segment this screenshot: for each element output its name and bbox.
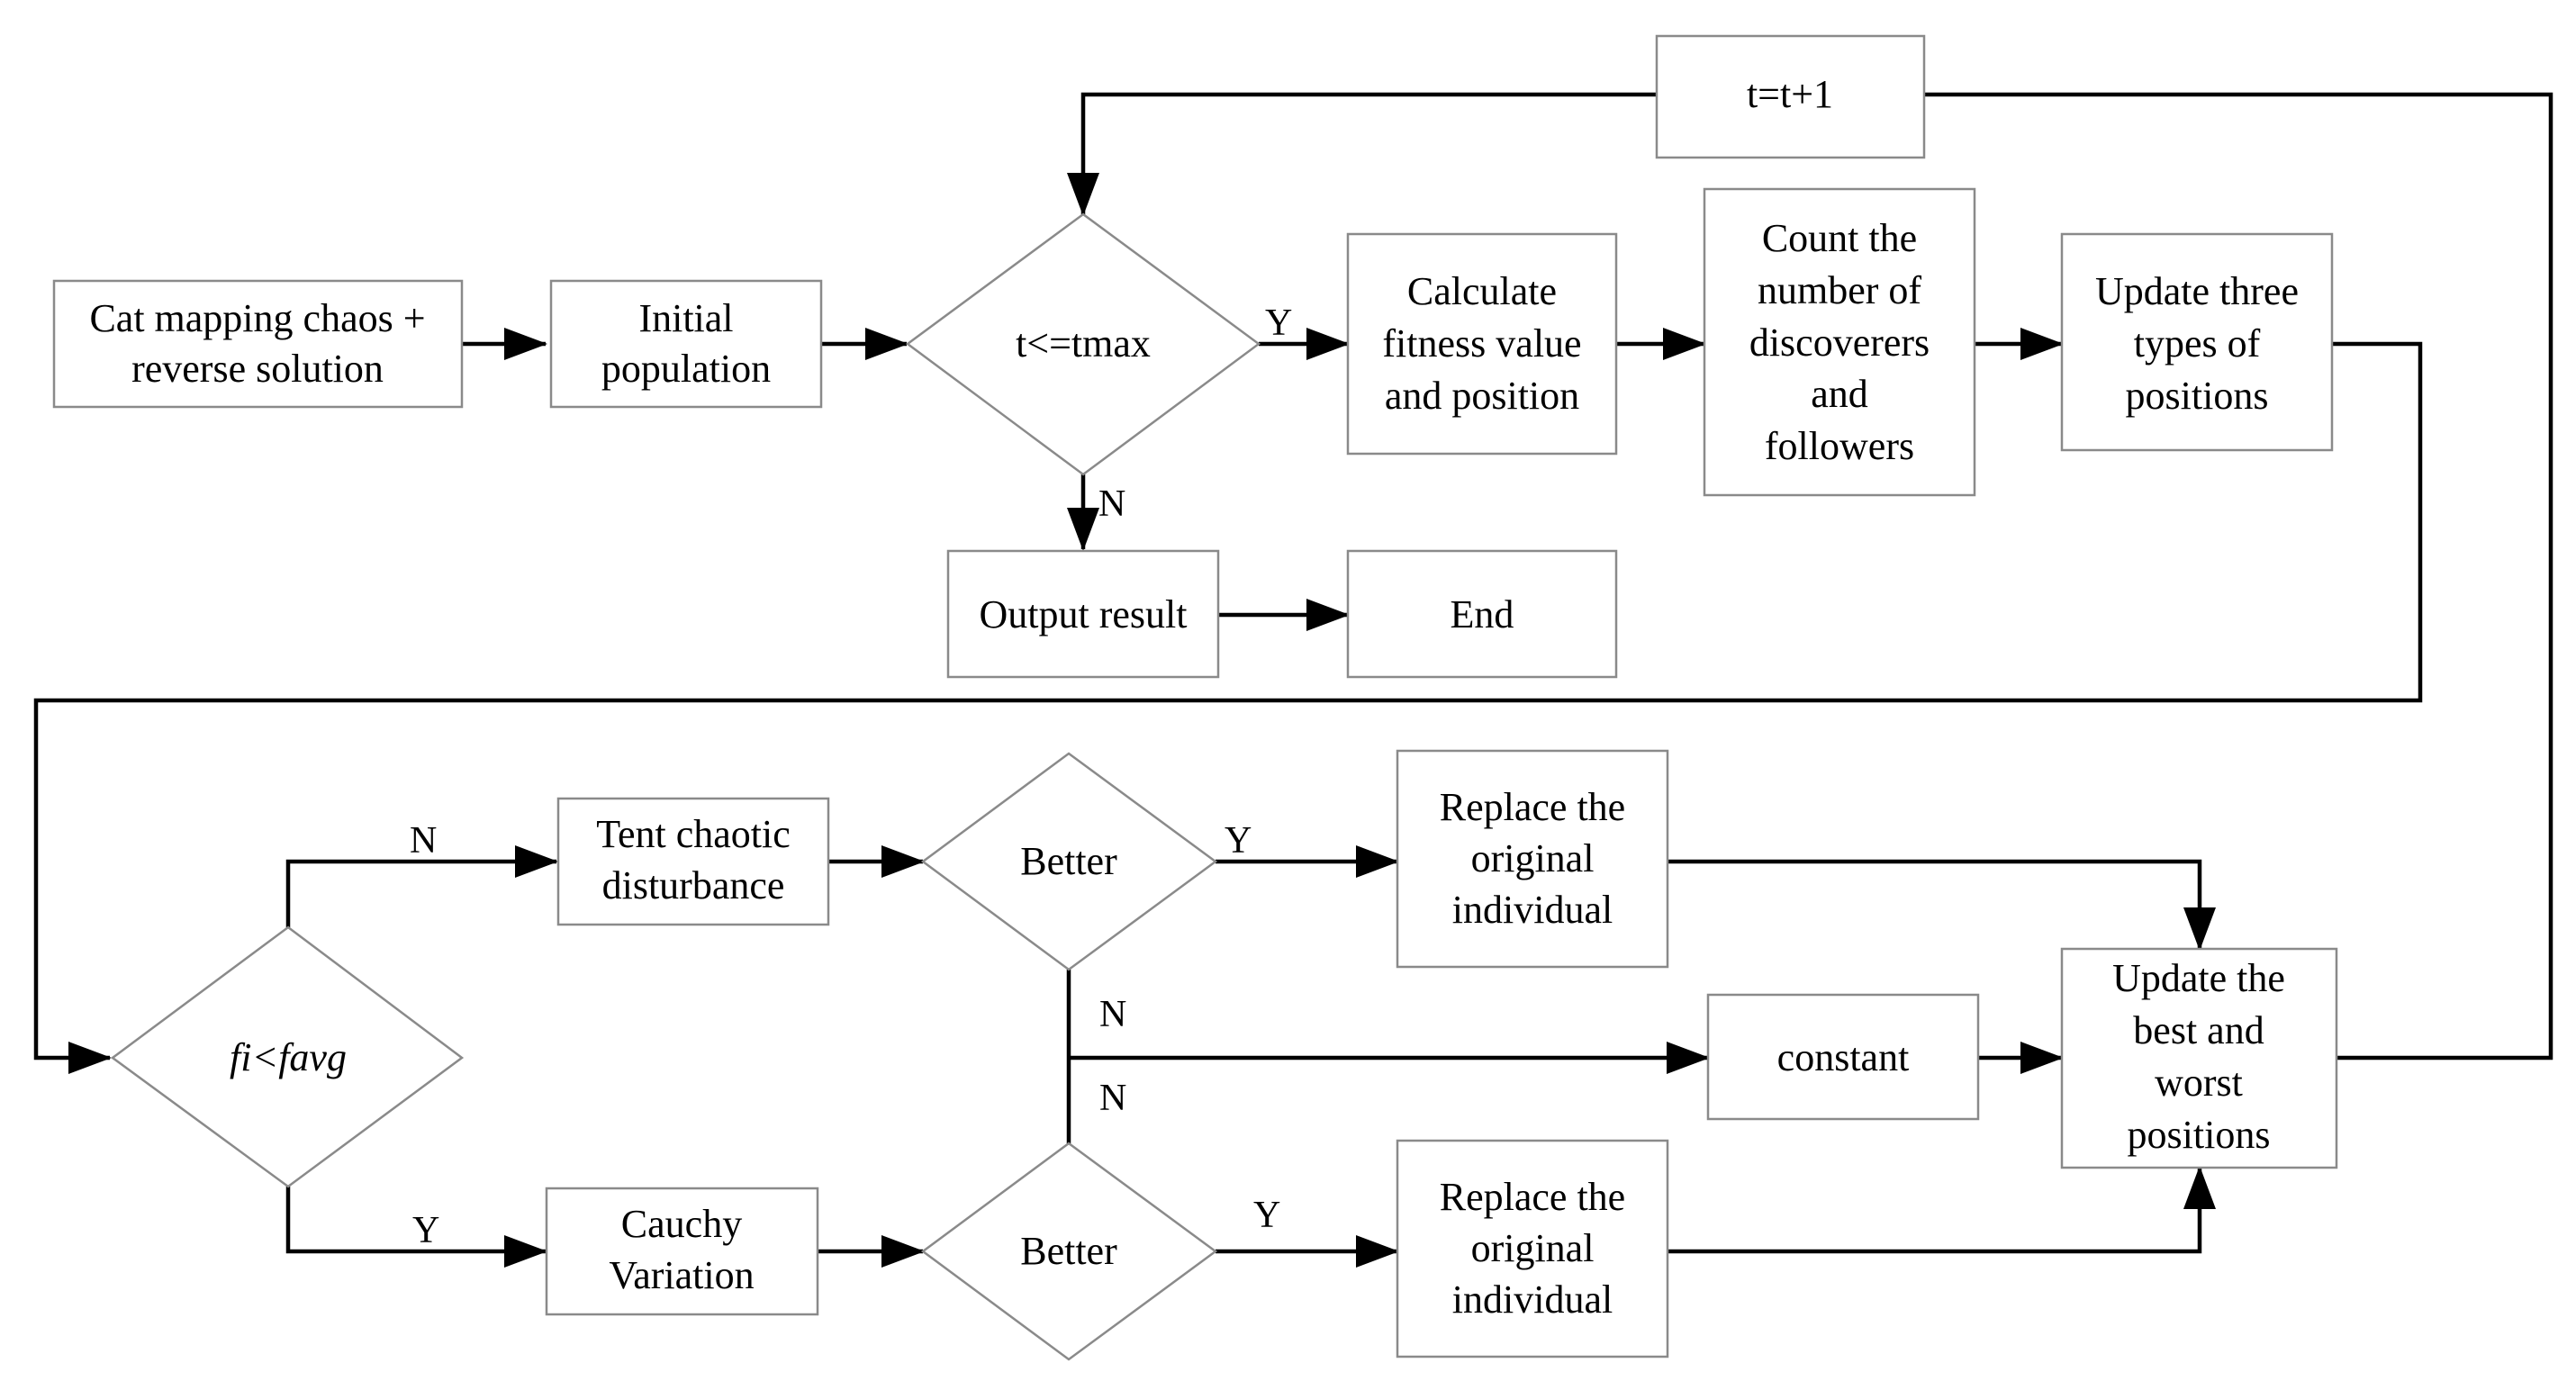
- count-roles-line3: discoverers: [1749, 320, 1930, 365]
- edge-replace-bottom-to-best-worst: [1668, 1166, 2216, 1254]
- initial-population-line1: Initial: [638, 296, 733, 340]
- node-update-best-worst: Update the best and worst positions: [2060, 947, 2338, 1169]
- node-constant: constant: [1706, 993, 1980, 1121]
- node-loop-condition: t<=tmax: [905, 212, 1261, 476]
- init-method-line1: Cat mapping chaos +: [89, 296, 425, 340]
- update-positions-line2: types of: [2134, 321, 2261, 366]
- edge-replace-top-to-best-worst: [1668, 859, 2216, 951]
- node-end: End: [1346, 549, 1618, 679]
- fitness-compare-text: fi<favg: [230, 1035, 347, 1079]
- end-text: End: [1451, 592, 1514, 636]
- count-roles-line5: followers: [1765, 424, 1914, 468]
- node-better-top: Better: [920, 752, 1218, 971]
- replace-bottom-line2: original: [1471, 1226, 1595, 1270]
- node-calc-fitness: Calculate fitness value and position: [1346, 232, 1618, 456]
- edge-best-worst-to-increment: [1924, 92, 2553, 1061]
- better-bottom-text: Better: [1020, 1229, 1117, 1273]
- constant-text: constant: [1777, 1035, 1910, 1079]
- node-count-roles: Count the number of discoverers and foll…: [1703, 187, 1976, 497]
- edge-compare-yes-to-cauchy: [285, 1187, 547, 1268]
- replace-bottom-line1: Replace the: [1440, 1175, 1625, 1219]
- update-best-worst-line4: positions: [2128, 1113, 2271, 1157]
- node-cauchy-variation: Cauchy Variation: [545, 1187, 819, 1316]
- tent-disturbance-line2: disturbance: [602, 863, 785, 907]
- tent-disturbance-line1: Tent chaotic: [596, 812, 791, 856]
- edge-update-to-compare: [33, 341, 2423, 1074]
- node-increment: t=t+1: [1655, 34, 1926, 159]
- calc-fitness-line2: fitness value: [1382, 321, 1581, 366]
- edge-increment-to-loop: [1067, 92, 1657, 216]
- replace-top-line1: Replace the: [1440, 785, 1625, 829]
- update-best-worst-line1: Update the: [2112, 956, 2285, 1000]
- cauchy-variation-line1: Cauchy: [621, 1202, 742, 1246]
- count-roles-line4: and: [1811, 372, 1868, 416]
- node-initial-population: Initial population: [549, 279, 823, 409]
- label-better-bottom-no: N: [1099, 1078, 1126, 1119]
- label-better-top-yes: Y: [1225, 820, 1252, 862]
- edge-labels: Y N N Y Y N N Y: [410, 302, 1292, 1251]
- increment-text: t=t+1: [1747, 72, 1833, 116]
- node-better-bottom: Better: [920, 1142, 1218, 1361]
- update-best-worst-line3: worst: [2155, 1061, 2243, 1105]
- replace-bottom-line3: individual: [1452, 1277, 1613, 1322]
- cauchy-variation-line2: Variation: [609, 1253, 754, 1297]
- replace-top-line2: original: [1471, 836, 1595, 880]
- node-output-result: Output result: [946, 549, 1220, 679]
- count-roles-line2: number of: [1758, 268, 1921, 312]
- better-top-text: Better: [1020, 839, 1117, 883]
- loop-condition-text: t<=tmax: [1016, 321, 1151, 366]
- node-replace-bottom: Replace the original individual: [1396, 1139, 1669, 1358]
- update-positions-line1: Update three: [2095, 269, 2299, 313]
- count-roles-line1: Count the: [1762, 216, 1917, 260]
- edge-compare-no-to-tent: [285, 845, 558, 927]
- replace-top-line3: individual: [1452, 888, 1613, 932]
- node-tent-disturbance: Tent chaotic disturbance: [556, 797, 830, 926]
- output-result-text: Output result: [980, 592, 1188, 636]
- node-update-positions: Update three types of positions: [2060, 232, 2334, 452]
- update-best-worst-line2: best and: [2133, 1008, 2264, 1052]
- label-better-bottom-yes: Y: [1253, 1195, 1280, 1236]
- node-init-method: Cat mapping chaos + reverse solution: [52, 279, 464, 409]
- calc-fitness-line3: and position: [1385, 374, 1579, 418]
- connectors: [33, 92, 2553, 1268]
- label-compare-no: N: [410, 820, 437, 862]
- calc-fitness-line1: Calculate: [1407, 269, 1557, 313]
- init-method-line2: reverse solution: [131, 347, 384, 391]
- initial-population-line2: population: [601, 347, 771, 391]
- update-positions-line3: positions: [2126, 374, 2269, 418]
- label-loop-no: N: [1098, 483, 1125, 525]
- label-compare-yes: Y: [412, 1210, 439, 1251]
- label-better-top-no: N: [1099, 994, 1126, 1035]
- node-fitness-compare: fi<favg: [110, 925, 465, 1188]
- label-loop-yes: Y: [1265, 302, 1292, 344]
- node-replace-top: Replace the original individual: [1396, 749, 1669, 969]
